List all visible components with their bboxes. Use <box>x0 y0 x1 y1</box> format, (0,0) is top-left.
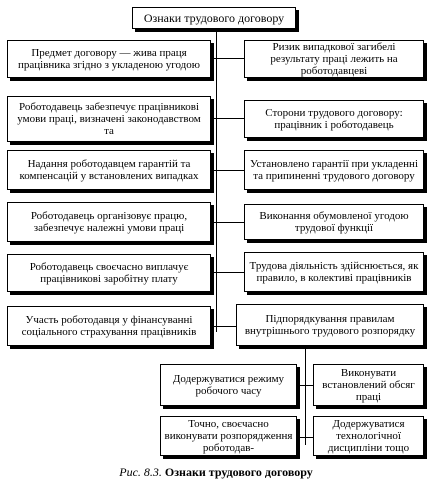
right-box-6: Підпорядкування правилам внутрішнього тр… <box>236 304 424 346</box>
left-box-1: Предмет договору — жива праця працівника… <box>7 40 211 78</box>
right-box-2-label: Сторони трудового договору: працівник і … <box>265 107 403 131</box>
sub-box-3: Точно, своєчасно виконувати розпорядженн… <box>160 416 297 456</box>
left-box-2-label: Роботодавець забезпечує працівникові умо… <box>17 101 201 137</box>
right-box-5-label: Трудова діяльність здійснюється, як прав… <box>249 260 419 284</box>
root-label: Ознаки трудового договору <box>143 11 285 25</box>
left-box-6: Участь роботодавця у фінансуванні соціал… <box>7 306 211 346</box>
sub-box-4-label: Додержуватися технологічної дисципліни т… <box>327 418 410 454</box>
left-box-5-label: Роботодавець своєчасно виплачує працівни… <box>29 261 189 285</box>
sub-box-2: Виконувати встановлений обсяг праці <box>313 364 424 406</box>
left-box-6-label: Участь роботодавця у фінансуванні соціал… <box>21 314 197 338</box>
right-box-4-label: Виконання обумовленої угодою трудової фу… <box>259 210 409 234</box>
right-box-2: Сторони трудового договору: працівник і … <box>244 100 424 138</box>
sub-box-1-label: Додержуватися режиму робочого часу <box>172 373 285 397</box>
right-box-1-label: Ризик випадкової загибелі результату пра… <box>270 41 398 77</box>
sub-box-4: Додержуватися технологічної дисципліни т… <box>313 416 424 456</box>
right-box-5: Трудова діяльність здійснюється, як прав… <box>244 252 424 292</box>
sub-box-3-label: Точно, своєчасно виконувати розпорядженн… <box>164 418 293 454</box>
root-box: Ознаки трудового договору <box>132 7 296 29</box>
figure-caption: Рис. 8.3. Ознаки трудового договору <box>0 465 432 479</box>
left-box-1-label: Предмет договору — жива праця працівника… <box>17 47 200 71</box>
left-box-2: Роботодавець забезпечує працівникові умо… <box>7 96 211 142</box>
left-box-3: Надання роботодавцем гарантій та компенс… <box>7 150 211 190</box>
left-box-4-label: Роботодавець організовує працю, забезпеч… <box>30 210 188 234</box>
right-box-1: Ризик випадкової загибелі результату пра… <box>244 40 424 78</box>
figure-title: Ознаки трудового договору <box>164 465 313 479</box>
right-box-4: Виконання обумовленої угодою трудової фу… <box>244 204 424 240</box>
right-box-6-label: Підпорядкування правилам внутрішнього тр… <box>244 313 416 337</box>
left-box-5: Роботодавець своєчасно виплачує працівни… <box>7 254 211 292</box>
sub-box-2-label: Виконувати встановлений обсяг праці <box>322 367 415 403</box>
figure-number: Рис. 8.3. <box>119 465 162 479</box>
left-box-4: Роботодавець організовує працю, забезпеч… <box>7 202 211 242</box>
sub-box-1: Додержуватися режиму робочого часу <box>160 364 297 406</box>
left-box-3-label: Надання роботодавцем гарантій та компенс… <box>19 158 199 182</box>
right-box-3-label: Установлено гарантії при укладенні та пр… <box>250 158 418 182</box>
right-box-3: Установлено гарантії при укладенні та пр… <box>244 150 424 190</box>
